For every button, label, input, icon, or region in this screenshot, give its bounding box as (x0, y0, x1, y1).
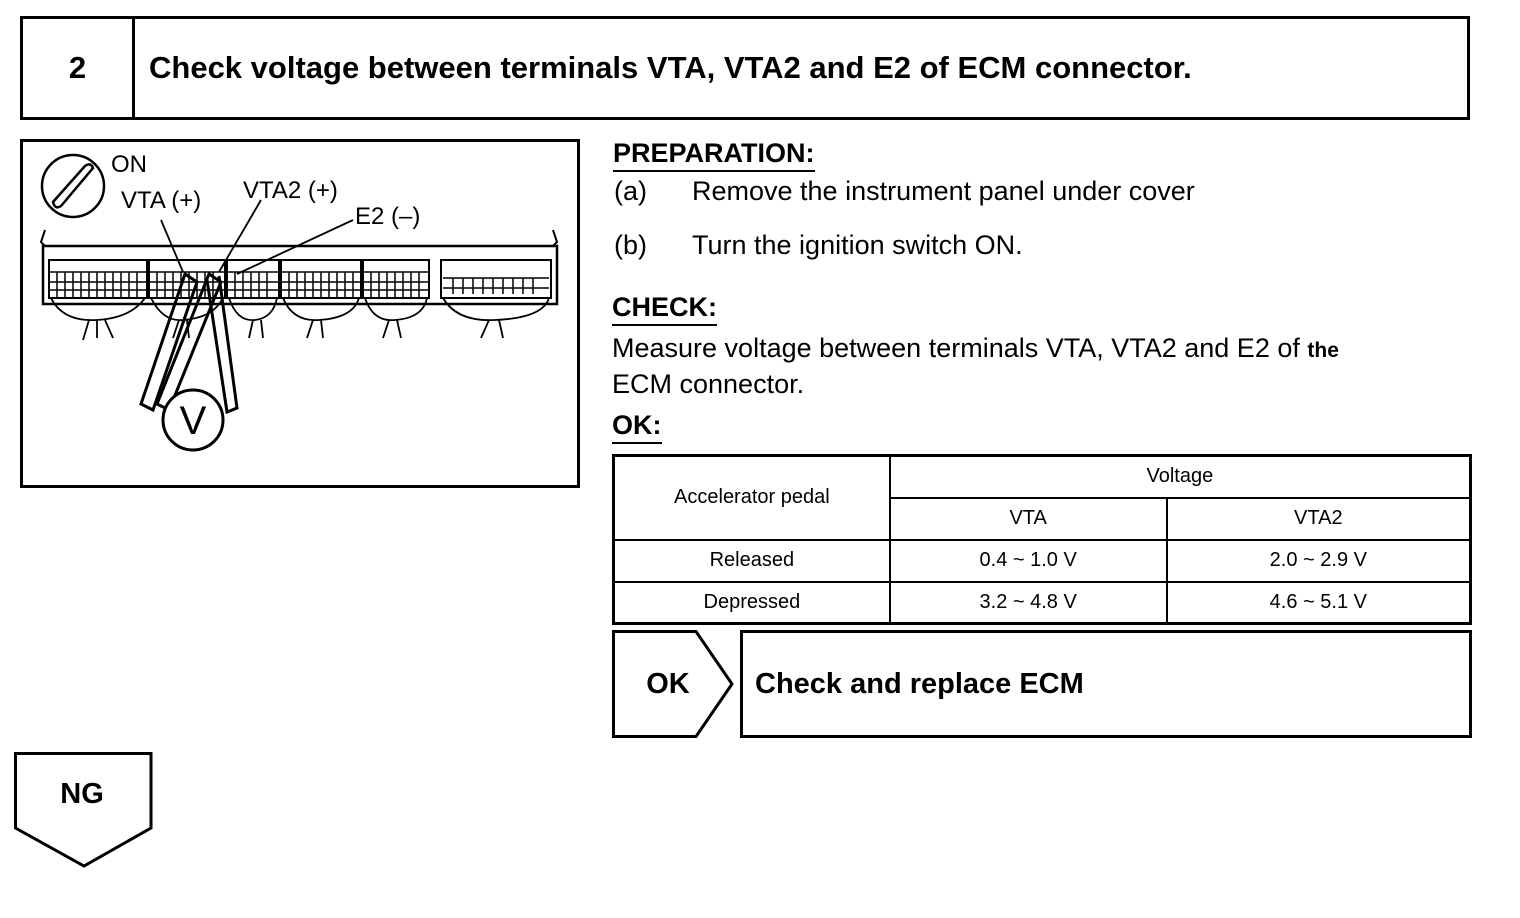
table-header-voltage: Voltage (888, 454, 1472, 499)
connector-illustration: ON VTA (+) VTA2 (+) E2 (–) (39, 151, 559, 452)
step-number: 2 (23, 19, 135, 117)
vta2-terminal-label: VTA2 (+) (243, 177, 338, 204)
table-cell-vta: 3.2 ~ 4.8 V (888, 580, 1168, 625)
ecm-connector-diagram: ON VTA (+) VTA2 (+) E2 (–) (20, 139, 580, 488)
table-cell-vta2: 2.0 ~ 2.9 V (1165, 538, 1472, 583)
table-row: Depressed 3.2 ~ 4.8 V 4.6 ~ 5.1 V (612, 580, 1472, 625)
ng-result-label: NG (60, 777, 104, 810)
connector-pins (49, 271, 549, 298)
terminal-leader-lines (160, 199, 354, 275)
table-subheader-vta: VTA (888, 496, 1168, 541)
table-subheader-vta2: VTA2 (1165, 496, 1472, 541)
table-header-pedal: Accelerator pedal (612, 454, 891, 541)
check-instruction-line1: Measure voltage between terminals VTA, V… (612, 333, 1300, 363)
ok-result-action: Check and replace ECM (740, 630, 1472, 738)
ok-arrow-shape (612, 630, 734, 738)
check-instruction-line2: ECM connector. (612, 369, 805, 400)
ignition-switch-icon (40, 153, 106, 219)
table-cell-pedal: Depressed (612, 580, 891, 625)
step-header: 2 Check voltage between terminals VTA, V… (20, 16, 1470, 120)
check-instruction-the: the (1307, 339, 1339, 362)
table-cell-vta2: 4.6 ~ 5.1 V (1165, 580, 1472, 625)
table-cell-pedal: Released (612, 538, 891, 583)
check-instruction: Measure voltage between terminals VTA, V… (612, 330, 1472, 403)
preparation-item-a-text: Remove the instrument panel under cover (692, 176, 1195, 206)
e2-terminal-label: E2 (–) (355, 203, 420, 230)
ng-arrow-shape (14, 752, 153, 868)
table-cell-vta: 0.4 ~ 1.0 V (888, 538, 1168, 583)
preparation-item-b-label: (b) (614, 230, 647, 260)
step-title: Check voltage between terminals VTA, VTA… (149, 50, 1192, 85)
voltage-spec-table: Accelerator pedal Voltage VTA VTA2 Relea… (612, 454, 1472, 625)
connector-blocks (48, 259, 552, 299)
voltmeter-icon: V (161, 388, 225, 452)
check-heading: CHECK: (612, 292, 717, 327)
preparation-item-a: (a) Remove the instrument panel under cov… (614, 176, 1195, 207)
ignition-on-label: ON (111, 151, 147, 178)
ecm-housing (39, 229, 559, 306)
vta-terminal-label: VTA (+) (121, 187, 201, 214)
preparation-heading: PREPARATION: (613, 138, 815, 173)
preparation-item-b-text: Turn the ignition switch ON. (692, 230, 1023, 260)
preparation-item-b: (b) Turn the ignition switch ON. (614, 230, 1023, 261)
ok-result-label: OK (646, 667, 690, 700)
table-row: Released 0.4 ~ 1.0 V 2.0 ~ 2.9 V (612, 538, 1472, 583)
preparation-item-a-label: (a) (614, 176, 647, 206)
voltmeter-label: V (180, 399, 207, 443)
wire-harness (50, 297, 550, 341)
ok-heading: OK: (612, 410, 662, 445)
